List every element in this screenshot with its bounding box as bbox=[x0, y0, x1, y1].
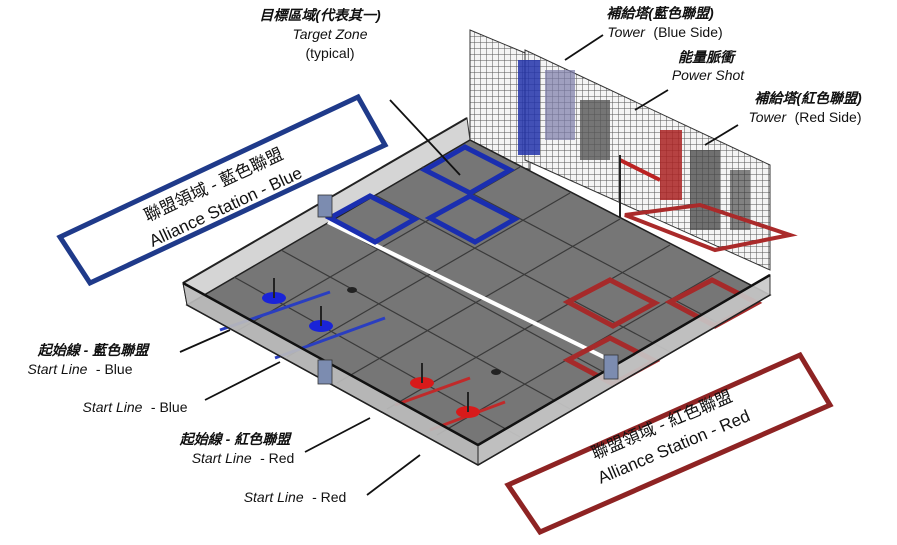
tower-red-side: (Red Side) bbox=[795, 109, 862, 125]
tower-blue-zh: 補給塔(藍色聯盟) bbox=[606, 5, 714, 21]
label-power-shot: 能量脈衝 Power Shot bbox=[672, 49, 745, 83]
start-blue-1-en: Start Line bbox=[28, 361, 88, 377]
target-zone-zh: 目標區域(代表其一) bbox=[259, 7, 381, 23]
start-red-1-zh: 起始線 - 紅色聯盟 bbox=[179, 431, 292, 447]
tower-red-zh: 補給塔(紅色聯盟) bbox=[754, 90, 862, 106]
start-red-1-en: Start Line bbox=[192, 450, 252, 466]
label-start-red-2: Start Line - Red bbox=[244, 489, 347, 506]
start-red-2-side: - Red bbox=[312, 489, 346, 505]
target-zones-blue bbox=[324, 144, 521, 245]
start-blue-2-en: Start Line bbox=[83, 399, 143, 415]
target-zone-note: (typical) bbox=[305, 45, 354, 61]
power-shot-zh: 能量脈衝 bbox=[678, 49, 737, 65]
start-blue-2-side: - Blue bbox=[151, 399, 188, 415]
robots-red bbox=[410, 363, 480, 418]
start-blue-1-zh: 起始線 - 藍色聯盟 bbox=[37, 342, 150, 358]
tower-blue-en: Tower bbox=[607, 24, 646, 40]
svg-text:Tower (Red Side): Tower (Red Side) bbox=[749, 109, 862, 126]
svg-text:Tower (Blue Side): Tower (Blue Side) bbox=[607, 24, 722, 41]
label-start-blue-2: Start Line - Blue bbox=[83, 399, 188, 416]
label-start-red-1: 起始線 - 紅色聯盟 Start Line - Red bbox=[179, 431, 295, 467]
callout-arrows bbox=[179, 34, 739, 496]
start-blue-1-side: - Blue bbox=[96, 361, 133, 377]
label-start-blue-1: 起始線 - 藍色聯盟 Start Line - Blue bbox=[28, 342, 151, 378]
tower-red-en: Tower bbox=[749, 109, 788, 125]
robots-blue bbox=[262, 278, 333, 332]
svg-text:Start Line - Red: Start Line - Red bbox=[244, 489, 347, 506]
tower-blue-side: (Blue Side) bbox=[653, 24, 722, 40]
label-target-zone: 目標區域(代表其一) Target Zone (typical) bbox=[259, 7, 381, 61]
field-walls-front bbox=[182, 194, 771, 466]
tower-structure bbox=[469, 29, 798, 271]
target-zone-en: Target Zone bbox=[293, 26, 368, 42]
ring-object bbox=[347, 287, 357, 293]
ring-object bbox=[491, 369, 501, 375]
power-shot-en: Power Shot bbox=[672, 67, 745, 83]
svg-text:Start Line - Blue: Start Line - Blue bbox=[83, 399, 188, 416]
svg-text:Start Line - Blue: Start Line - Blue bbox=[28, 361, 133, 378]
svg-text:Start Line - Red: Start Line - Red bbox=[192, 450, 295, 467]
label-tower-red: 補給塔(紅色聯盟) Tower (Red Side) bbox=[749, 90, 862, 126]
start-red-1-side: - Red bbox=[260, 450, 294, 466]
label-tower-blue: 補給塔(藍色聯盟) Tower (Blue Side) bbox=[606, 5, 722, 41]
start-red-2-en: Start Line bbox=[244, 489, 304, 505]
